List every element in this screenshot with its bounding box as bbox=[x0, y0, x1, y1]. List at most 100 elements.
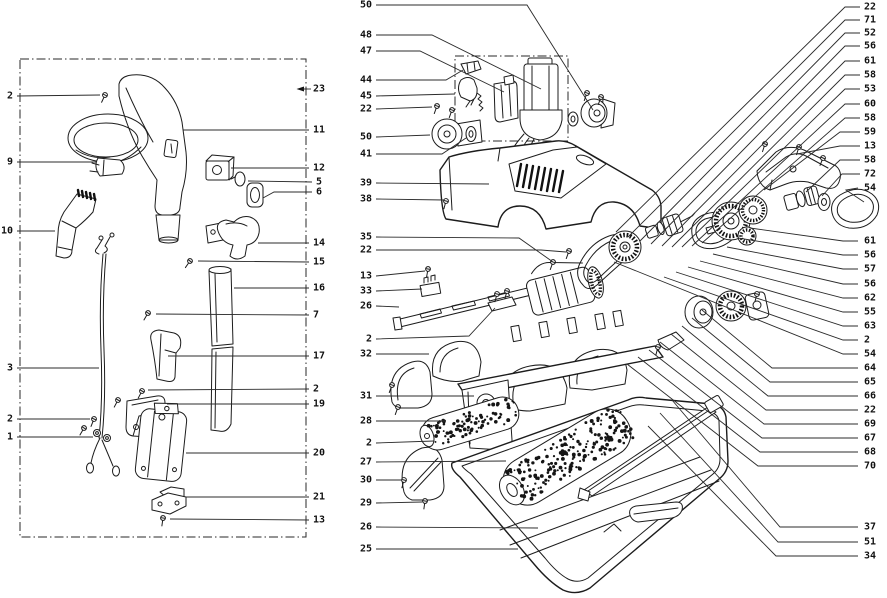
callout-number: 16 bbox=[313, 283, 325, 294]
callout-leader bbox=[688, 267, 858, 312]
callout: 2 bbox=[366, 438, 434, 449]
callout-number: 50 bbox=[360, 132, 372, 143]
callout-number: 22 bbox=[360, 104, 372, 115]
screw-icon bbox=[654, 344, 661, 355]
callout-number: 56 bbox=[864, 279, 876, 290]
callout-number: 53 bbox=[864, 84, 876, 95]
callout-number: 20 bbox=[313, 448, 325, 459]
callout: 55 bbox=[688, 267, 876, 318]
callout-number: 34 bbox=[864, 551, 876, 562]
callout-number: 52 bbox=[864, 28, 876, 39]
callout-number: 19 bbox=[313, 399, 325, 410]
callout: 9 bbox=[7, 157, 96, 168]
callout-number: 11 bbox=[313, 125, 325, 136]
screw-icon bbox=[503, 288, 510, 299]
callout-number: 32 bbox=[360, 349, 372, 360]
pulley-64-part bbox=[685, 291, 769, 328]
callout: 50 bbox=[360, 132, 430, 143]
callout: 1 bbox=[7, 432, 93, 443]
callout: 58 bbox=[806, 155, 876, 193]
callout: 19 bbox=[167, 399, 325, 410]
callout: 51 bbox=[660, 413, 876, 548]
callout-number: 29 bbox=[360, 498, 372, 509]
callout-leader bbox=[628, 20, 860, 237]
subassembly-border bbox=[455, 56, 568, 141]
callout-number: 25 bbox=[360, 544, 372, 555]
callout-number: 13 bbox=[864, 141, 876, 152]
callout: 64 bbox=[702, 310, 876, 374]
screw-icon bbox=[142, 310, 151, 321]
callout: 2 bbox=[7, 91, 100, 102]
callout-number: 33 bbox=[360, 286, 372, 297]
gear-cluster-part bbox=[712, 196, 767, 245]
callout-leader bbox=[376, 94, 455, 96]
callout-number: 48 bbox=[360, 30, 372, 41]
callout-leader bbox=[376, 35, 541, 89]
callout: 15 bbox=[198, 257, 325, 268]
callout-leader bbox=[17, 95, 100, 96]
callout-number: 50 bbox=[360, 0, 372, 11]
callout: 58 bbox=[702, 113, 876, 244]
callout-number: 31 bbox=[360, 391, 372, 402]
callout: 17 bbox=[168, 351, 325, 362]
callout-leader bbox=[376, 107, 432, 109]
wand-tube-part bbox=[209, 267, 233, 432]
callout-number: 58 bbox=[864, 70, 876, 81]
callout: 48 bbox=[360, 30, 541, 90]
callout: 22 bbox=[360, 104, 432, 115]
cover-27-part bbox=[402, 447, 444, 500]
callout-leader bbox=[671, 334, 858, 410]
screw-icon bbox=[424, 266, 431, 277]
power-cord bbox=[68, 114, 148, 176]
callout-number: 2 bbox=[864, 335, 870, 346]
callout: 67 bbox=[649, 350, 876, 444]
callout: 53 bbox=[682, 84, 876, 248]
callout: 56 bbox=[713, 254, 876, 290]
callout: 61 bbox=[662, 56, 876, 247]
callout-leader bbox=[376, 51, 504, 92]
callout-number: 22 bbox=[864, 2, 876, 13]
callout-leader bbox=[376, 199, 444, 200]
callout-number: 68 bbox=[864, 447, 876, 458]
callout-number: 2 bbox=[7, 414, 13, 425]
callout: 69 bbox=[660, 342, 876, 430]
callout: 26 bbox=[360, 522, 538, 533]
callout: 71 bbox=[628, 15, 876, 238]
clamp-part bbox=[206, 217, 259, 259]
callout-number: 39 bbox=[360, 178, 372, 189]
screw-icon bbox=[447, 107, 455, 118]
screw-icon bbox=[564, 248, 572, 259]
callout-leader bbox=[662, 61, 860, 246]
nozzle-part bbox=[56, 190, 96, 258]
callout: 10 bbox=[1, 226, 55, 237]
drive-gear-part bbox=[578, 231, 641, 289]
callout-leader bbox=[376, 527, 538, 528]
callout: 26 bbox=[360, 301, 399, 312]
callout-leader bbox=[614, 262, 858, 354]
callout-number: 61 bbox=[864, 56, 876, 67]
callout-number: 6 bbox=[316, 187, 322, 198]
callout-number: 13 bbox=[360, 271, 372, 282]
cover-31-part bbox=[391, 361, 432, 408]
belt-54-part bbox=[832, 189, 879, 228]
callout: 22 bbox=[671, 334, 876, 416]
callout: 50 bbox=[360, 0, 593, 110]
callout-number: 10 bbox=[1, 226, 13, 237]
callout: 57 bbox=[727, 247, 876, 275]
callout-leader bbox=[376, 250, 566, 252]
callout: 45 bbox=[360, 91, 455, 102]
callout: 63 bbox=[676, 272, 876, 332]
callout-number: 28 bbox=[360, 416, 372, 427]
callout-number: 27 bbox=[360, 457, 372, 468]
callout-number: 23 bbox=[313, 84, 325, 95]
callout: 44 bbox=[360, 70, 463, 86]
callout: 52 bbox=[640, 28, 876, 242]
callout-number: 70 bbox=[864, 461, 876, 472]
callout: 28 bbox=[360, 416, 446, 427]
callout: 20 bbox=[186, 448, 325, 459]
callout: 54 bbox=[614, 262, 876, 360]
plate-47-part bbox=[494, 75, 518, 122]
screw-icons bbox=[78, 90, 826, 526]
callout: 54 bbox=[846, 183, 876, 203]
